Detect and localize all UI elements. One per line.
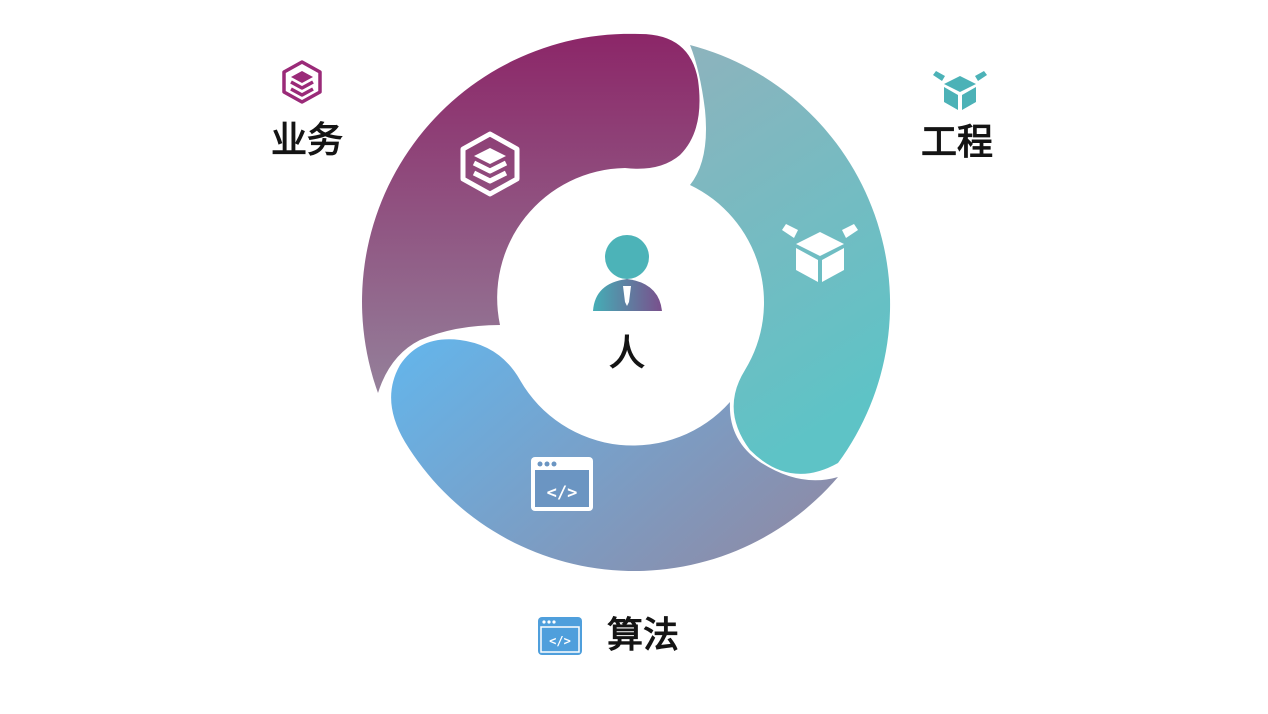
segment-business xyxy=(362,33,700,393)
center-label: 人 xyxy=(609,333,646,374)
segment-engineering xyxy=(690,45,891,474)
business-label: 业务 xyxy=(271,120,344,161)
box-icon xyxy=(782,224,858,282)
code-window-icon: </> xyxy=(531,457,593,511)
segment-algorithm xyxy=(391,339,838,572)
algorithm-code-icon: </> xyxy=(538,617,582,655)
person-icon xyxy=(593,235,662,311)
business-layers-icon xyxy=(280,60,324,104)
svg-text:</>: </> xyxy=(549,634,571,648)
algorithm-label: 算法 xyxy=(607,615,680,656)
layers-icon xyxy=(460,131,520,197)
engineering-label: 工程 xyxy=(921,122,994,163)
engineering-box-icon xyxy=(932,68,988,112)
svg-text:</>: </> xyxy=(547,483,578,503)
